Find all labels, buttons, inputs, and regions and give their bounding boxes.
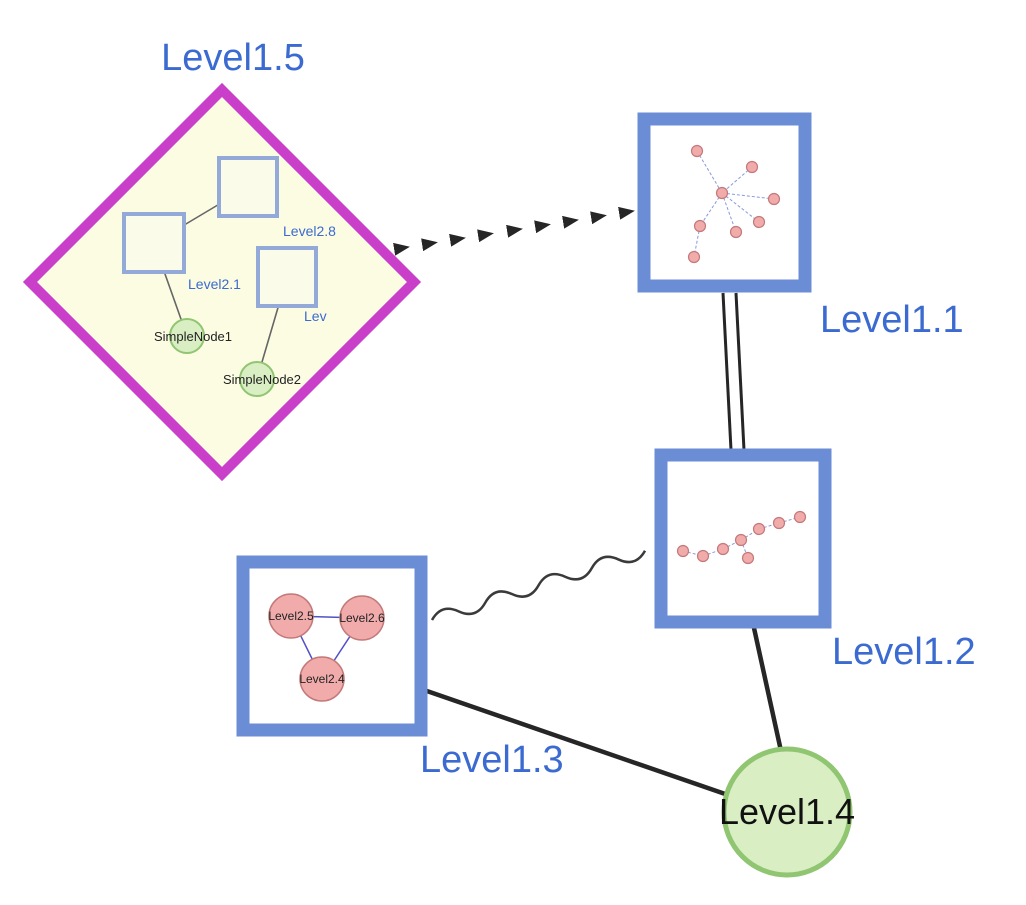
lev-label: Lev [304,308,327,324]
level12-mini-graph [676,510,807,565]
mini-node[interactable] [752,215,766,229]
mini-edge [721,192,737,233]
mini-node[interactable] [676,544,690,558]
mini-node[interactable] [715,186,729,200]
node-level25-circle[interactable] [268,593,314,639]
node-level21-square[interactable] [122,212,186,274]
node-level14-group: Level1.4 [719,746,855,878]
edge-level13-level12-wavy [430,550,647,621]
mini-node[interactable] [752,522,766,536]
node-level24-circle[interactable] [299,656,345,702]
mini-node[interactable] [693,219,707,233]
node-level11-group: Level1.1 [637,112,964,341]
node-level14-circle[interactable] [721,746,853,878]
node-level26-circle[interactable] [339,595,385,641]
level13-label: Level1.3 [420,739,564,781]
mini-edge [721,166,753,194]
simplenode2-label: SimpleNode2 [223,372,301,387]
level24-label: Level2.4 [299,672,345,686]
level28-label: Level2.8 [283,223,336,239]
mini-edge [699,192,723,227]
mini-node[interactable] [767,192,781,206]
mini-node[interactable] [772,516,786,530]
level15-diamond-shape[interactable] [22,82,422,482]
node-level12-group: Level1.2 [654,448,976,673]
mini-edge [721,192,775,200]
node-simplenode2-circle[interactable] [239,361,275,397]
edge-level12-level14 [751,625,784,754]
level12-label: Level1.2 [832,631,976,673]
double-edge-line-1 [721,292,733,451]
mini-node[interactable] [696,549,710,563]
node-level12-box[interactable] [654,448,832,629]
mini-edge [778,516,801,524]
mini-node[interactable] [741,551,755,565]
mini-node[interactable] [716,542,730,556]
mini-edge [696,150,723,194]
level14-label: Level1.4 [719,791,855,832]
level15-label: Level1.5 [161,37,305,79]
level13-mini-graph: Level2.5 Level2.6 Level2.4 [268,593,385,702]
mini-node[interactable] [745,160,759,174]
mini-node[interactable] [690,144,704,158]
double-edge-line-2 [734,292,746,451]
edge-level13-level14 [421,687,734,799]
mini-node[interactable] [729,225,743,239]
level25-label: Level2.5 [268,609,314,623]
mini-node[interactable] [734,533,748,547]
node-level15-group: Level1.5 Level2.8 Level2.1 Lev SimpleNod… [22,37,422,482]
node-level11-box[interactable] [637,112,812,293]
edge-level15-level11-dashed-arrow [393,206,635,256]
node-lev-square[interactable] [256,246,318,308]
mini-node[interactable] [687,250,701,264]
level26-label: Level2.6 [339,611,385,625]
simplenode1-label: SimpleNode1 [154,329,232,344]
level11-mini-graph [687,144,781,264]
mini-node[interactable] [793,510,807,524]
level11-label: Level1.1 [820,299,964,341]
node-level28-square[interactable] [217,156,279,218]
wavy-line [430,550,647,621]
node-level13-group: Level2.5 Level2.6 Level2.4 Level1.3 [236,555,564,781]
edge-level11-level12-double [721,292,746,451]
mini-edge [721,192,760,223]
level21-label: Level2.1 [188,276,241,292]
node-level13-box[interactable] [236,555,428,737]
node-simplenode1-circle[interactable] [169,318,205,354]
